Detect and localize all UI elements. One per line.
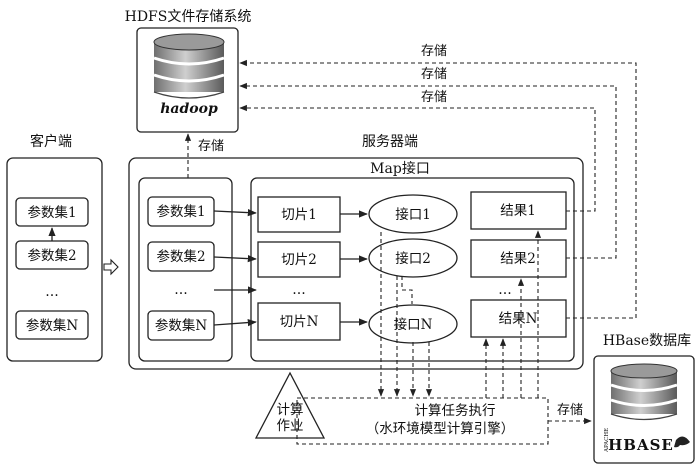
server-param-n xyxy=(147,310,215,341)
hadoop-logo: hadoop xyxy=(160,101,218,117)
client-param-n xyxy=(15,310,89,340)
slice-2 xyxy=(257,241,341,278)
storage-label-3: 存储 xyxy=(421,90,447,105)
client-param-2-label: 参数集2 xyxy=(27,247,76,264)
slice-1 xyxy=(257,196,341,233)
slice-n xyxy=(257,302,341,341)
result1-storage-path xyxy=(239,104,596,212)
interface2-ellipsis-link xyxy=(401,276,413,304)
interface-1-label: 接口1 xyxy=(395,206,431,223)
interface-2-label: 接口2 xyxy=(395,250,431,267)
compute-job-line1: 计算 xyxy=(277,402,304,418)
interface-2 xyxy=(368,238,458,278)
storage-label-2: 存储 xyxy=(421,67,447,82)
result-n-label: 结果N xyxy=(499,311,538,327)
result-2 xyxy=(470,239,567,278)
param1-to-slice1-arrow xyxy=(213,208,257,217)
hdfs-title: HDFS文件存储系统 xyxy=(125,9,252,25)
client-param-n-label: 参数集N xyxy=(26,317,78,334)
paramN-to-sliceN-arrow xyxy=(213,318,257,327)
result-1 xyxy=(470,191,567,230)
hbase-logo: HBASE xyxy=(608,436,674,454)
server-param-n-label: 参数集N xyxy=(155,317,207,334)
orca-icon xyxy=(674,436,690,448)
server-title: 服务器端 xyxy=(362,134,418,150)
interface-n-label: 接口N xyxy=(394,316,433,333)
compute-task-line1: 计算任务执行 xyxy=(415,403,496,419)
map-interface-title: Map接口 xyxy=(370,160,430,177)
result2-storage-path xyxy=(239,82,617,259)
server-param-1-label: 参数集1 xyxy=(156,203,205,220)
storage-label-1: 存储 xyxy=(421,44,447,59)
compute-job-line2: 作业 xyxy=(277,418,304,434)
server-to-hdfs-storage-label: 存储 xyxy=(198,139,224,154)
client-ellipsis: … xyxy=(45,284,59,300)
result-ellipsis: … xyxy=(498,282,512,298)
compute-job-triangle xyxy=(254,371,326,439)
client-title: 客户端 xyxy=(30,133,72,150)
server-param-ellipsis: … xyxy=(174,282,188,298)
resultN-storage-path xyxy=(239,59,637,319)
result-n xyxy=(470,299,567,338)
slice-n-label: 切片N xyxy=(280,314,319,330)
hdfs-database-icon xyxy=(153,33,225,99)
task-to-hbase-storage-label: 存储 xyxy=(557,403,583,418)
client-param-1 xyxy=(15,197,89,227)
param2-to-slice2-arrow xyxy=(213,254,257,263)
server-param-2-label: 参数集2 xyxy=(156,248,205,265)
compute-task-line2: （水环境模型计算引擎） xyxy=(366,421,515,437)
slice-2-label: 切片2 xyxy=(281,252,317,268)
interface-1 xyxy=(368,194,458,234)
result-2-label: 结果2 xyxy=(500,251,536,267)
hbase-database-icon xyxy=(610,363,678,421)
hbase-apache-text: APACHE xyxy=(604,428,610,453)
slice-ellipsis: … xyxy=(292,282,306,298)
client-param-1-label: 参数集1 xyxy=(27,204,76,221)
result-1-label: 结果1 xyxy=(500,203,536,219)
client-to-server-arrow xyxy=(103,258,119,276)
hbase-title: HBase数据库 xyxy=(603,333,691,349)
slice-1-label: 切片1 xyxy=(281,207,317,223)
server-param-2 xyxy=(147,241,215,272)
